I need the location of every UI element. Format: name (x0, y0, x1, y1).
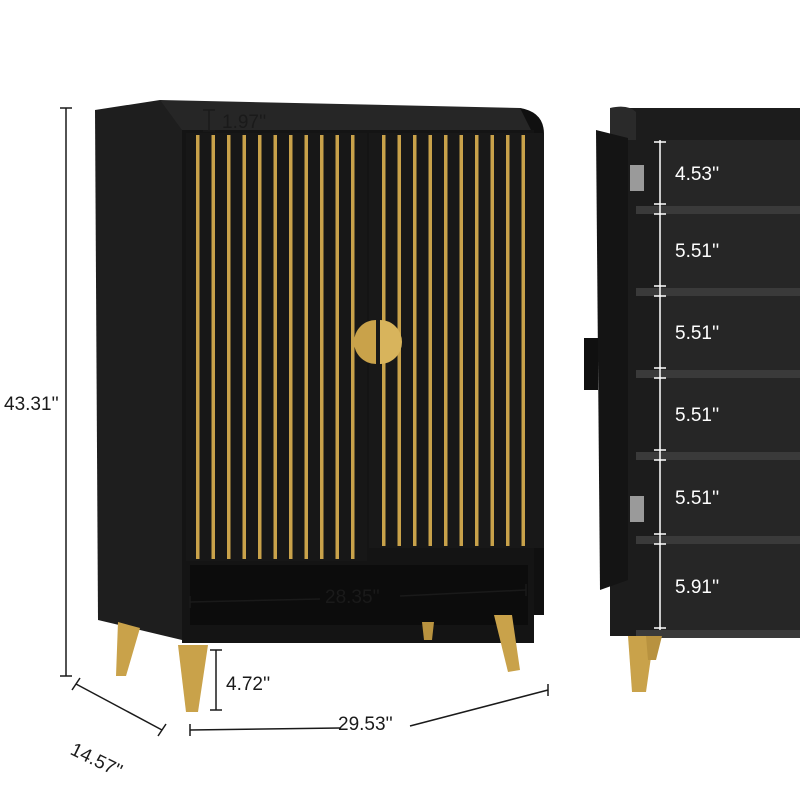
dim-inner-width: 28.35'' (325, 587, 380, 608)
hinge-top (630, 165, 644, 191)
cabinet-top-curve (610, 106, 636, 140)
shelf-board (636, 536, 800, 544)
gold-stripe (304, 135, 308, 559)
gold-stripe (273, 135, 277, 559)
gold-stripe (490, 135, 494, 546)
shelf-height-label: 5.51'' (675, 241, 719, 262)
shelf-board (636, 452, 800, 460)
shelf-board (636, 288, 800, 296)
shelf-height-label: 5.51'' (675, 488, 719, 509)
door-handle-side (584, 338, 598, 390)
bottom-base (182, 625, 534, 643)
gold-stripe (258, 135, 262, 559)
gold-stripe (335, 135, 339, 559)
hinge-bottom (630, 496, 644, 522)
gold-stripe (289, 135, 293, 559)
shelf-height-label: 5.51'' (675, 405, 719, 426)
dim-leg-height: 4.72'' (226, 674, 270, 695)
gold-stripe (211, 135, 215, 559)
gold-stripe (428, 135, 432, 546)
shelf-height-label: 5.51'' (675, 323, 719, 344)
cabinet-interior (660, 140, 800, 630)
open-bottom-shelf (190, 565, 528, 625)
gold-stripe (506, 135, 510, 546)
cabinet-top (160, 100, 542, 132)
shelf-board (636, 630, 800, 638)
gold-stripe (242, 135, 246, 559)
dim-top-lip: 1.97'' (222, 112, 266, 133)
leg-front-right (494, 615, 520, 672)
closed-cabinet (95, 100, 544, 712)
gold-stripe (444, 135, 448, 546)
open-cabinet (584, 106, 800, 692)
dim-depth: 14.57'' (67, 739, 125, 782)
leg-back-right (422, 622, 434, 640)
shelf-labels: 4.53'' 5.51'' 5.51'' 5.51'' 5.51'' 5.91'' (654, 141, 719, 629)
leg-right-back (646, 636, 662, 660)
dim-height: 43.31'' (4, 394, 59, 415)
shelf-height-label: 5.91'' (675, 577, 719, 598)
gold-stripe (351, 135, 355, 559)
leg-front-left (178, 645, 208, 712)
shelf-height-label: 4.53'' (675, 164, 719, 185)
gold-stripe (521, 135, 525, 546)
open-door (596, 130, 628, 590)
leg-back-left (116, 622, 140, 676)
shelf-board (636, 370, 800, 378)
dimension-lines (60, 107, 549, 737)
gold-stripe (227, 135, 231, 559)
shelf-rows (636, 206, 800, 638)
door-handle-right (380, 320, 402, 364)
gold-stripe (459, 135, 463, 546)
cabinet-side-panel (95, 100, 182, 640)
dim-width: 29.53'' (338, 714, 393, 735)
gold-stripe (320, 135, 324, 559)
shelf-board (636, 206, 800, 214)
door-handle-left (354, 320, 376, 364)
gold-stripe (413, 135, 417, 546)
gold-stripe (196, 135, 200, 559)
gold-stripe (475, 135, 479, 546)
